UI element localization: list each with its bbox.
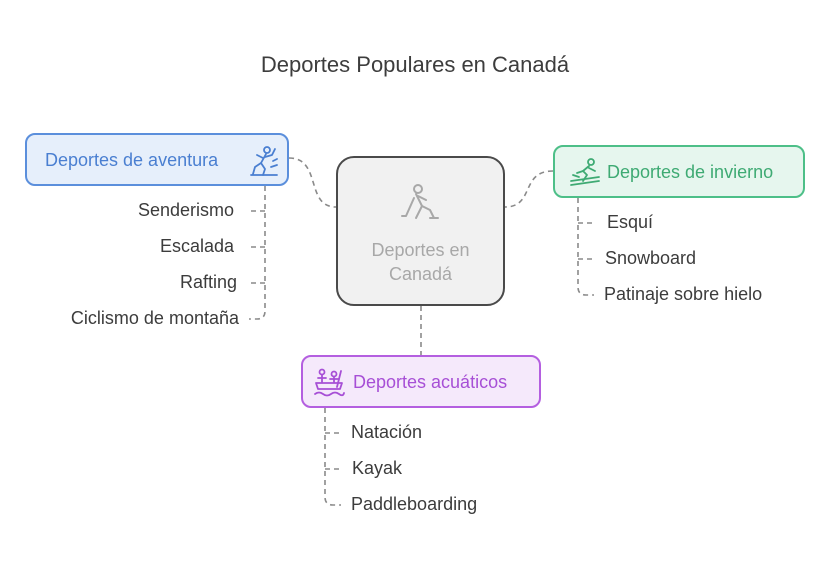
leaf-natacion: Natación xyxy=(351,422,423,442)
leaf-rafting: Rafting xyxy=(179,272,237,292)
climber-icon xyxy=(247,145,279,182)
leaf-ciclismo: Ciclismo de montaña xyxy=(70,308,239,328)
branch-winter: Deportes de invierno xyxy=(553,145,805,198)
branch-winter-label: Deportes de invierno xyxy=(607,162,774,182)
connector-winter-leaves xyxy=(577,198,594,296)
branch-water: Deportes acuáticos xyxy=(301,355,541,408)
connector-adventure-center xyxy=(288,157,337,208)
leaf-kayak: Kayak xyxy=(352,458,403,478)
hockey-player-icon xyxy=(400,182,442,229)
center-node: Deportes en Canadá xyxy=(336,156,505,306)
rafting-icon xyxy=(313,367,345,404)
connector-winter-center xyxy=(504,170,554,208)
leaf-paddleboarding: Paddleboarding xyxy=(351,494,478,514)
center-label: Deportes en Canadá xyxy=(371,240,470,284)
branch-adventure: Deportes de aventura xyxy=(25,133,289,186)
branch-water-label: Deportes acuáticos xyxy=(353,372,508,392)
branch-adventure-label: Deportes de aventura xyxy=(45,150,219,170)
connector-adventure-leaves xyxy=(249,186,266,320)
leaf-senderismo: Senderismo xyxy=(137,200,234,220)
leaf-escalada: Escalada xyxy=(159,236,234,256)
leaf-patinaje: Patinaje sobre hielo xyxy=(604,284,763,304)
leaf-snowboard: Snowboard xyxy=(605,248,697,268)
leaf-esqui: Esquí xyxy=(607,212,654,232)
diagram-title: Deportes Populares en Canadá xyxy=(260,52,570,77)
connector-water-leaves xyxy=(324,408,341,506)
snowboarder-icon xyxy=(569,157,601,194)
